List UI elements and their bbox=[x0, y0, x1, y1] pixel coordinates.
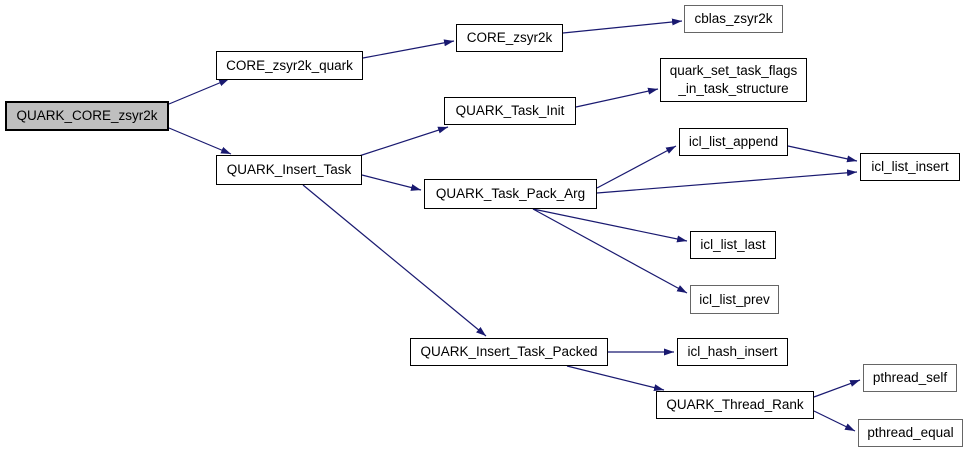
graph-node-icl_list_append[interactable]: icl_list_append bbox=[679, 128, 788, 156]
graph-node-quark_core_zsyr2k: QUARK_CORE_zsyr2k bbox=[5, 101, 169, 131]
graph-node-icl_hash_insert[interactable]: icl_hash_insert bbox=[677, 338, 788, 366]
edge-QUARK_Task_Pack_Arg-to-icl_list_prev bbox=[532, 208, 688, 294]
graph-node-icl_list_prev: icl_list_prev bbox=[690, 285, 779, 314]
edge-CORE_zsyr2k_quark-to-CORE_zsyr2k bbox=[362, 39, 455, 59]
graph-node-core_zsyr2k_quark[interactable]: CORE_zsyr2k_quark bbox=[216, 51, 363, 80]
graph-node-quark_thread_rank[interactable]: QUARK_Thread_Rank bbox=[656, 391, 814, 419]
edge-QUARK_Thread_Rank-to-pthread_equal bbox=[813, 410, 856, 432]
edge-QUARK_Insert_Task_Packed-to-QUARK_Thread_Rank bbox=[566, 365, 665, 391]
edge-CORE_zsyr2k-to-cblas_zsyr2k bbox=[562, 18, 683, 34]
edge-icl_list_append-to-icl_list_insert bbox=[787, 145, 858, 163]
edge-QUARK_Insert_Task-to-QUARK_Task_Init bbox=[358, 126, 449, 157]
edge-QUARK_Insert_Task-to-QUARK_Task_Pack_Arg bbox=[361, 174, 422, 191]
graph-node-icl_list_last[interactable]: icl_list_last bbox=[690, 231, 776, 259]
graph-node-quark_task_init[interactable]: QUARK_Task_Init bbox=[444, 97, 576, 125]
edge-QUARK_Thread_Rank-to-pthread_self bbox=[813, 379, 861, 398]
graph-node-icl_list_insert[interactable]: icl_list_insert bbox=[860, 153, 960, 181]
graph-node-pthread_equal: pthread_equal bbox=[858, 419, 963, 447]
edge-QUARK_CORE_zsyr2k-to-CORE_zsyr2k_quark bbox=[168, 78, 230, 105]
graph-node-quark_insert_task_packed[interactable]: QUARK_Insert_Task_Packed bbox=[410, 338, 608, 366]
edge-QUARK_Insert_Task-to-QUARK_Insert_Task_Packed bbox=[302, 184, 487, 337]
edge-QUARK_Task_Init-to-quark_set_task_flags bbox=[575, 87, 659, 108]
edge-QUARK_Task_Pack_Arg-to-icl_list_last bbox=[532, 208, 688, 243]
graph-node-cblas_zsyr2k: cblas_zsyr2k bbox=[684, 5, 783, 33]
edge-QUARK_CORE_zsyr2k-to-QUARK_Insert_Task bbox=[168, 127, 232, 155]
edge-QUARK_Task_Pack_Arg-to-icl_list_insert bbox=[596, 169, 858, 194]
graph-node-pthread_self: pthread_self bbox=[863, 364, 957, 392]
graph-node-quark_task_pack_arg[interactable]: QUARK_Task_Pack_Arg bbox=[424, 179, 597, 209]
edge-QUARK_Task_Pack_Arg-to-icl_list_append bbox=[596, 145, 677, 189]
graph-node-quark_set_task_flags[interactable]: quark_set_task_flags _in_task_structure bbox=[660, 58, 807, 102]
graph-node-quark_insert_task[interactable]: QUARK_Insert_Task bbox=[216, 155, 362, 185]
graph-node-core_zsyr2k[interactable]: CORE_zsyr2k bbox=[456, 24, 563, 52]
